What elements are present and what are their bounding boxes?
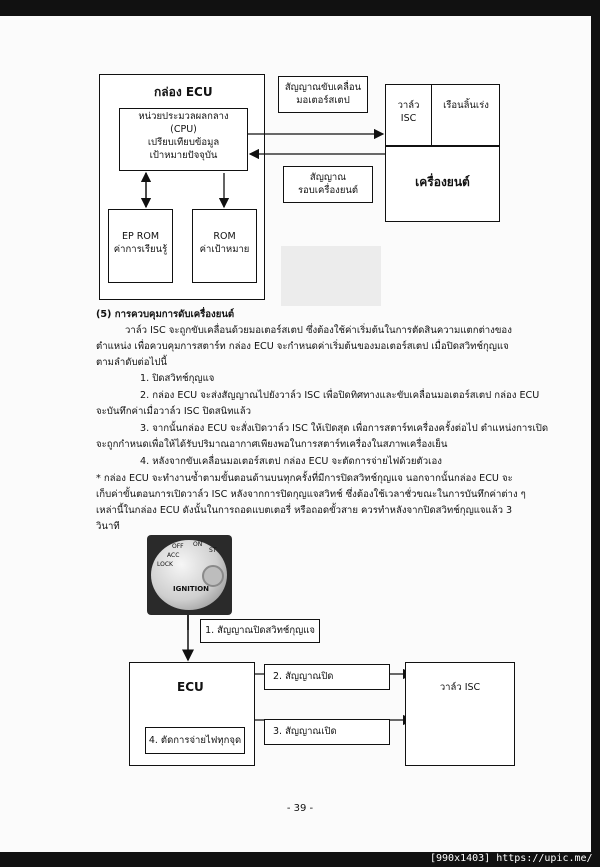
rpm-signal-line-1: สัญญาณ [309,172,347,183]
step-3-line-2: จะถูกกำหนดเพื่อให้ได้รับปริมาณอากาศเพียง… [96,439,448,450]
para1-line-1: วาล์ว ISC จะถูกขับเคลื่อนด้วยมอเตอร์สเตป… [125,325,512,336]
signal3-label: 3. สัญญาณเปิด [273,726,337,737]
ignition-key-slot [202,565,224,587]
ignition-label-st: ST [209,547,217,554]
drive-signal-box [278,76,368,113]
note-line-2: เก็บค่าขั้นตอนการเปิดวาล์ว ISC หลังจากกา… [96,489,526,500]
para1-line-2: ตำแหน่ง เพื่อควบคุมการสตาร์ท กล่อง ECU จ… [96,341,509,352]
ep-rom-line-2: ค่าการเรียนรู้ [113,244,168,255]
ep-rom-box [108,209,173,283]
cpu-box [119,108,248,171]
ep-rom-line-1: EP ROM [121,231,160,242]
scan-edge-top [0,0,600,16]
ecu-title: กล่อง ECU [154,85,213,99]
para1-line-3: ตามลำดับต่อไปนี้ [96,357,167,368]
ignition-label-off: OFF [172,543,184,550]
step-4: 4. หลังจากขับเคลื่อนมอเตอร์สเตป กล่อง EC… [140,456,442,467]
fast-idle-label: เรือนลิ้นเร่ง [443,100,489,111]
ignition-label-acc: ACC [167,552,180,559]
signal2-box [264,664,390,690]
faint-background-card [281,246,381,306]
valve-isc-line-1: วาล์ว [397,100,420,111]
scan-edge-right [591,0,600,867]
cpu-label: หน่วยประมวลผลกลาง (CPU) เปรียบเทียบข้อมู… [119,110,248,162]
rpm-signal-box [283,166,373,203]
rom-label: ROM ค่าเป้าหมาย [192,230,257,256]
engine-box [385,146,500,222]
rom-line-2: ค่าเป้าหมาย [199,244,250,255]
cut-power-label: 4. ตัดการจ่ายไฟทุกจุด [148,735,242,746]
step-1: 1. ปิดสวิทช์กุญแจ [140,373,215,384]
valve-isc-box [385,84,432,146]
ignition-label-lock: LOCK [157,561,173,568]
rpm-signal-label: สัญญาณ รอบเครื่องยนต์ [283,171,373,197]
ep-rom-label: EP ROM ค่าการเรียนรู้ [108,230,173,256]
cpu-line-4: เป้าหมายปัจจุบัน [149,150,218,161]
rom-line-1: ROM [213,231,236,242]
ignition-switch-image: OFF ON ST LOCK ACC IGNITION [147,535,232,615]
ignition-label-on: ON [193,541,203,548]
signal3-box [264,719,390,745]
rom-box [192,209,257,283]
ecu2-title: ECU [177,680,204,694]
note-line-1: * กล่อง ECU จะทำงานซ้ำตามขั้นตอนด้านบนทุ… [96,473,513,484]
upic-watermark: [990x1403] https://upic.me/ [430,853,593,864]
drive-signal-line-2: มอเตอร์สเตป [296,95,350,106]
ignition-label-ignition: IGNITION [173,585,210,593]
rpm-signal-line-2: รอบเครื่องยนต์ [297,185,359,196]
drive-signal-label: สัญญาณขับเคลื่อน มอเตอร์สเตป [278,81,368,107]
engine-label: เครื่องยนต์ [415,175,470,189]
section-heading: (5) การควบคุมการดับเครื่องยนต์ [96,309,235,320]
step-2-line-1: 2. กล่อง ECU จะส่งสัญญาณไปยังวาล์ว ISC เ… [140,390,540,401]
drive-signal-line-1: สัญญาณขับเคลื่อน [284,82,362,93]
valve2-label: วาล์ว ISC [439,682,481,693]
valve2-box [405,662,515,766]
note-line-3: เหล่านี้ในกล่อง ECU ดังนั้นในการถอดแบตเต… [96,505,513,516]
scan-edge-bottom [0,852,600,867]
cpu-line-3: เปรียบเทียบข้อมูล [147,137,220,148]
signal1-box [200,619,320,643]
note-line-4: วินาที [96,521,120,532]
valve-isc-line-2: ISC [400,113,417,124]
cpu-line-1: หน่วยประมวลผลกลาง [138,111,229,122]
step-2-line-2: จะบันทึกค่าเมื่อวาล์ว ISC ปิดสนิทแล้ว [96,406,251,417]
signal1-label: 1. สัญญาณปิดสวิทช์กุญแจ [205,625,315,636]
valve-isc-label: วาล์ว ISC [385,99,432,125]
signal2-label: 2. สัญญาณปิด [273,671,334,682]
step-3-line-1: 3. จากนั้นกล่อง ECU จะสั่งเปิดวาล์ว ISC … [140,423,549,434]
cpu-line-2: (CPU) [170,124,197,135]
cut-power-box [145,727,245,754]
page-number: - 39 - [286,803,314,814]
